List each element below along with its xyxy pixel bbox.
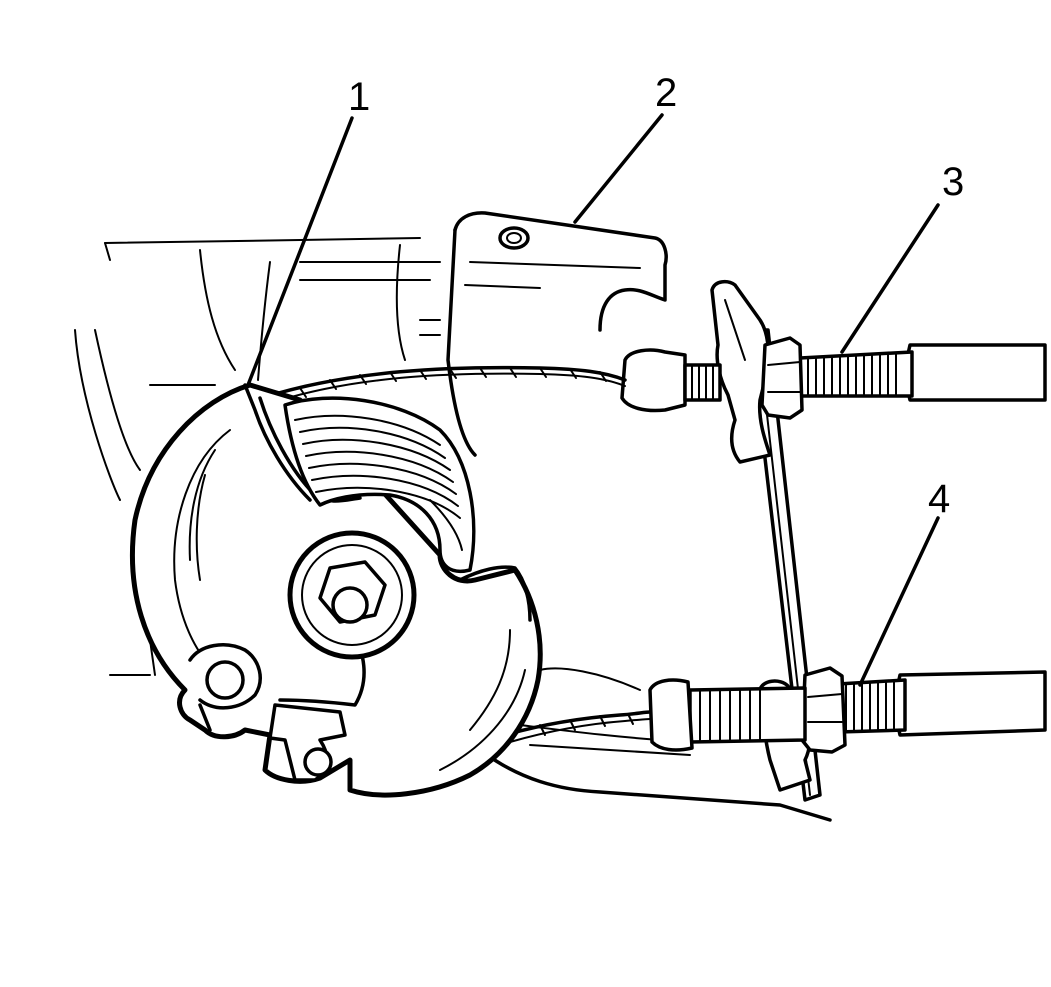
callout-4: 4 bbox=[928, 477, 950, 521]
leader-line-2 bbox=[573, 113, 664, 224]
leader-line-1 bbox=[246, 116, 354, 387]
leader-lines bbox=[246, 113, 940, 687]
leader-line-4 bbox=[858, 516, 940, 687]
upper-cable bbox=[260, 336, 1047, 420]
lower-cable bbox=[503, 666, 1047, 754]
callouts: 1 2 3 4 bbox=[348, 71, 964, 521]
brake-drum bbox=[130, 382, 543, 798]
callout-3: 3 bbox=[942, 160, 964, 204]
callout-1: 1 bbox=[348, 75, 370, 119]
leader-line-3 bbox=[840, 203, 940, 354]
background-housing bbox=[74, 237, 441, 676]
callout-2: 2 bbox=[655, 71, 677, 115]
